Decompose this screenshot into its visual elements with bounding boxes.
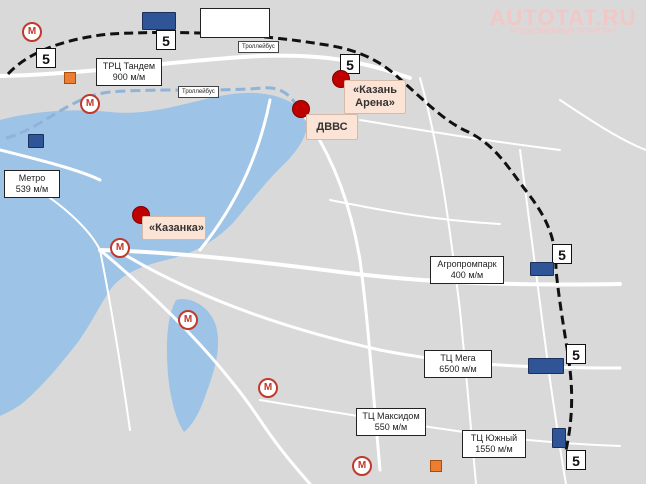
venue-label-line2: Арена» <box>355 97 395 109</box>
parking-name: ТЦ Мега <box>440 353 476 363</box>
parking-capacity: 1550 м/м <box>475 444 513 454</box>
venue-kazan-arena[interactable]: «Казань Арена» <box>344 80 406 114</box>
parking-capacity: 550 м/м <box>374 422 408 432</box>
parking-label-mega[interactable]: ТЦ Мега 6500 м/м <box>424 350 492 378</box>
venue-label-line1: ДВВС <box>316 121 348 133</box>
parking-marker-icon[interactable] <box>430 460 442 472</box>
parking-name: ТРЦ Тандем <box>102 61 156 71</box>
metro-station-icon[interactable]: М <box>178 310 198 330</box>
parking-name: Агропромпарк <box>437 259 497 269</box>
parking-label-yuzhny[interactable]: ТЦ Южный 1550 м/м <box>462 430 526 458</box>
trolleybus-route <box>5 86 302 140</box>
parking-marker-icon[interactable] <box>142 12 176 30</box>
metro-station-icon[interactable]: М <box>80 94 100 114</box>
parking-label-maksidom[interactable]: ТЦ Максидом 550 м/м <box>356 408 426 436</box>
route-5-marker-top[interactable]: 5 <box>156 30 176 50</box>
parking-marker-icon[interactable] <box>530 262 554 276</box>
lake-north <box>232 110 295 162</box>
parking-capacity: 400 м/м <box>450 270 484 280</box>
brand-tagline: АВТОМОБИЛЬНЫЙ ТАТАРСТАН <box>509 28 617 35</box>
metro-station-icon[interactable]: М <box>22 22 42 42</box>
parking-capacity: 539 м/м <box>15 184 49 194</box>
metro-station-icon[interactable]: М <box>352 456 372 476</box>
parking-label-metro[interactable]: Метро 539 м/м <box>4 170 60 198</box>
venue-dvvs[interactable]: ДВВС <box>306 114 358 140</box>
brand-watermark: AUTOTAT.RU АВТОМОБИЛЬНЫЙ ТАТАРСТАН <box>488 5 638 35</box>
venue-label-line1: «Казанка» <box>149 222 205 234</box>
lake-west <box>0 229 56 342</box>
venue-kazanka[interactable]: «Казанка» <box>142 216 206 240</box>
parking-marker-icon[interactable] <box>28 134 44 148</box>
bus-route-5 <box>6 30 574 451</box>
parking-label-tandem[interactable]: ТРЦ Тандем 900 м/м <box>96 58 162 86</box>
parking-marker-icon[interactable] <box>528 358 564 374</box>
parking-label-top[interactable] <box>200 8 270 38</box>
trolleybus-label-north: Троллейбус <box>238 41 279 53</box>
parking-name: ТЦ Южный <box>470 433 518 443</box>
venue-pin-icon[interactable] <box>292 100 310 118</box>
brand-logo: AUTOTAT.RU <box>489 5 637 30</box>
trolleybus-label-mid: Троллейбус <box>178 86 219 98</box>
lake-south <box>166 299 219 432</box>
metro-station-icon[interactable]: М <box>258 378 278 398</box>
parking-marker-icon[interactable] <box>64 72 76 84</box>
route-5-marker-west[interactable]: 5 <box>36 48 56 68</box>
parking-marker-icon[interactable] <box>552 428 566 448</box>
parking-name: Метро <box>18 173 46 183</box>
metro-station-icon[interactable]: М <box>110 238 130 258</box>
route-5-marker-south[interactable]: 5 <box>566 450 586 470</box>
parking-capacity: 6500 м/м <box>439 364 477 374</box>
route-5-marker-agro[interactable]: 5 <box>552 244 572 264</box>
parking-capacity: 900 м/м <box>112 72 146 82</box>
parking-label-agroprompark[interactable]: Агропромпарк 400 м/м <box>430 256 504 284</box>
route-5-marker-arena[interactable]: 5 <box>340 54 360 74</box>
route-5-marker-mega[interactable]: 5 <box>566 344 586 364</box>
venue-label-line1: «Казань <box>352 84 398 96</box>
parking-name: ТЦ Максидом <box>362 411 420 421</box>
